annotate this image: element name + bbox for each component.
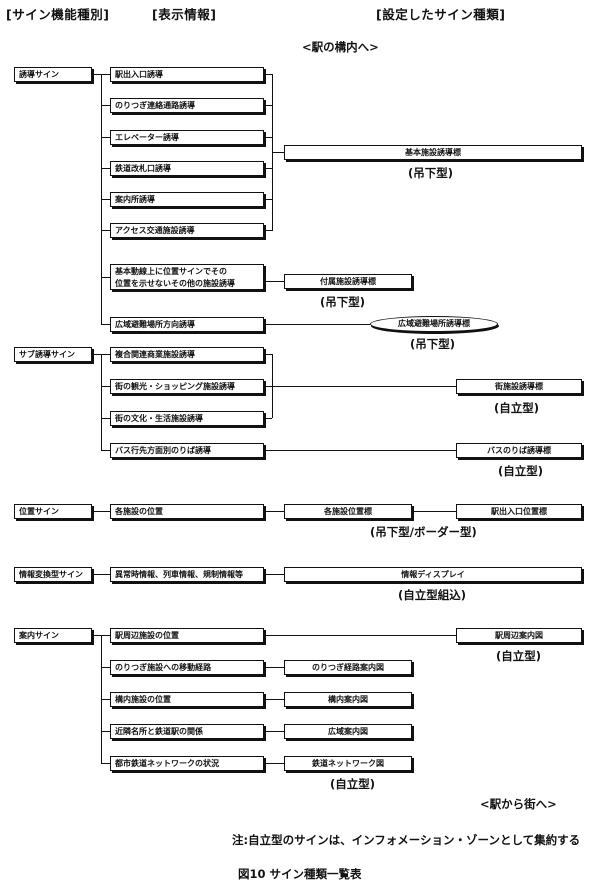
display-item: のりつぎ施設への移動経路 [110, 660, 264, 675]
sign-type-area-map: 駅周辺案内図 [456, 628, 582, 643]
sign-type-exit-position: 駅出入口位置標 [456, 504, 582, 519]
connector-line [264, 511, 284, 512]
connector-line [101, 199, 110, 200]
connector-line [101, 354, 102, 451]
connector-line [101, 699, 110, 700]
connector-line [264, 324, 370, 325]
connector-line [264, 763, 284, 764]
sign-mount-type: (自立型) [330, 777, 376, 791]
display-item: 広域避難場所方向誘導 [110, 317, 264, 332]
sign-type-transfer-route-map: のりつぎ経路案内図 [284, 660, 412, 675]
display-item: 駅出入口誘導 [110, 67, 264, 82]
connector-line [264, 74, 272, 75]
zone-label-station-inside: <駅の構内へ> [302, 40, 379, 54]
connector-line [264, 199, 272, 200]
connector-line [101, 324, 110, 325]
sign-type-information-display: 情報ディスプレイ [284, 567, 582, 582]
connector-line [264, 418, 272, 419]
connector-line [93, 574, 110, 575]
category-sub-guidance-sign: サブ誘導サイン [14, 347, 92, 362]
connector-line [93, 74, 102, 75]
connector-line [412, 511, 456, 512]
display-item: 街の文化・生活施設誘導 [110, 411, 264, 426]
sign-type-station-map: 構内案内図 [284, 692, 412, 707]
sign-type-evacuation-guide: 広域避難場所誘導標 [370, 316, 498, 332]
sign-type-basic-facility-guide: 基本施設誘導標 [284, 145, 582, 160]
header-sign-types: [設定したサイン種類] [376, 7, 506, 22]
connector-line [264, 699, 284, 700]
connector-line [93, 354, 102, 355]
sign-mount-type: (自立型) [498, 464, 544, 478]
display-item: 都市鉄道ネットワークの状況 [110, 756, 264, 771]
connector-line [264, 450, 456, 451]
display-item-line: 位置を示せないその他の施設誘導 [115, 279, 235, 288]
connector-line [101, 763, 110, 764]
figure-caption: 図10 サイン種類一覧表 [238, 867, 362, 881]
connector-line [93, 511, 110, 512]
connector-line [101, 105, 110, 106]
sign-type-street-facility-guide: 街施設誘導標 [456, 379, 582, 394]
connector-line [264, 281, 284, 282]
display-item-line: 基本動線上に位置サインでその [115, 267, 227, 276]
display-item: バス行先方面別のりば誘導 [110, 443, 264, 458]
connector-line [101, 168, 110, 169]
sign-type-bus-stop-guide: バスのりば誘導標 [456, 443, 582, 458]
connector-line [272, 152, 284, 153]
connector-line [101, 354, 110, 355]
zone-label-station-to-town: <駅から街へ> [480, 797, 557, 811]
display-item: エレベーター誘導 [110, 130, 264, 145]
sign-type-wide-area-map: 広域案内図 [284, 724, 412, 739]
sign-mount-type: (自立型) [496, 649, 542, 663]
connector-line [101, 731, 110, 732]
connector-line [264, 635, 456, 636]
category-information-sign: 情報変換型サイン [14, 567, 92, 582]
display-item: アクセス交通施設誘導 [110, 223, 264, 238]
connector-line [264, 105, 272, 106]
connector-line [264, 667, 284, 668]
display-item: 各施設の位置 [110, 504, 264, 519]
connector-line [264, 386, 456, 387]
sign-type-rail-network-map: 鉄道ネットワーク図 [284, 756, 412, 771]
sign-mount-type: (吊下型) [410, 337, 456, 351]
connector-line [101, 230, 110, 231]
connector-line [101, 137, 110, 138]
connector-line [264, 230, 272, 231]
display-item: 街の観光・ショッピング施設誘導 [110, 379, 264, 394]
display-item: 案内所誘導 [110, 192, 264, 207]
connector-line [264, 168, 272, 169]
display-item: 構内施設の位置 [110, 692, 264, 707]
display-item: 駅周辺施設の位置 [110, 628, 264, 643]
connector-line [264, 574, 284, 575]
display-item: のりつぎ連絡通路誘導 [110, 98, 264, 113]
footnote: 注:自立型のサインは、インフォメーション・ゾーンとして集約する [232, 833, 581, 847]
sign-type-facility-position: 各施設位置標 [284, 504, 412, 519]
connector-line [101, 277, 110, 278]
category-position-sign: 位置サイン [14, 504, 92, 519]
display-item: 基本動線上に位置サインでその 位置を示せないその他の施設誘導 [110, 264, 264, 290]
connector-line [264, 731, 284, 732]
connector-line [101, 450, 110, 451]
header-display-info: [表示情報] [152, 7, 217, 22]
display-item: 複合関連商業施設誘導 [110, 347, 264, 362]
sign-mount-type: (自立型組込) [398, 588, 467, 602]
display-item: 近隣名所と鉄道駅の関係 [110, 724, 264, 739]
sign-type-attached-facility-guide: 付属施設誘導標 [284, 274, 412, 289]
connector-line [93, 635, 102, 636]
connector-line [101, 667, 110, 668]
connector-line [101, 386, 110, 387]
connector-line [264, 137, 272, 138]
display-item: 鉄道改札口誘導 [110, 161, 264, 176]
connector-line [101, 74, 110, 75]
category-directory-sign: 案内サイン [14, 628, 92, 643]
sign-mount-type: (吊下型) [408, 166, 454, 180]
connector-line [101, 635, 110, 636]
sign-mount-type: (吊下型) [320, 295, 366, 309]
connector-line [264, 354, 272, 355]
category-guidance-sign: 誘導サイン [14, 67, 92, 82]
display-item: 異常時情報、列車情報、規制情報等 [110, 567, 264, 582]
header-sign-function: [サイン機能種別] [6, 7, 110, 22]
sign-mount-type: (吊下型/ボーダー型) [370, 525, 477, 539]
sign-mount-type: (自立型) [494, 401, 540, 415]
connector-line [101, 418, 110, 419]
